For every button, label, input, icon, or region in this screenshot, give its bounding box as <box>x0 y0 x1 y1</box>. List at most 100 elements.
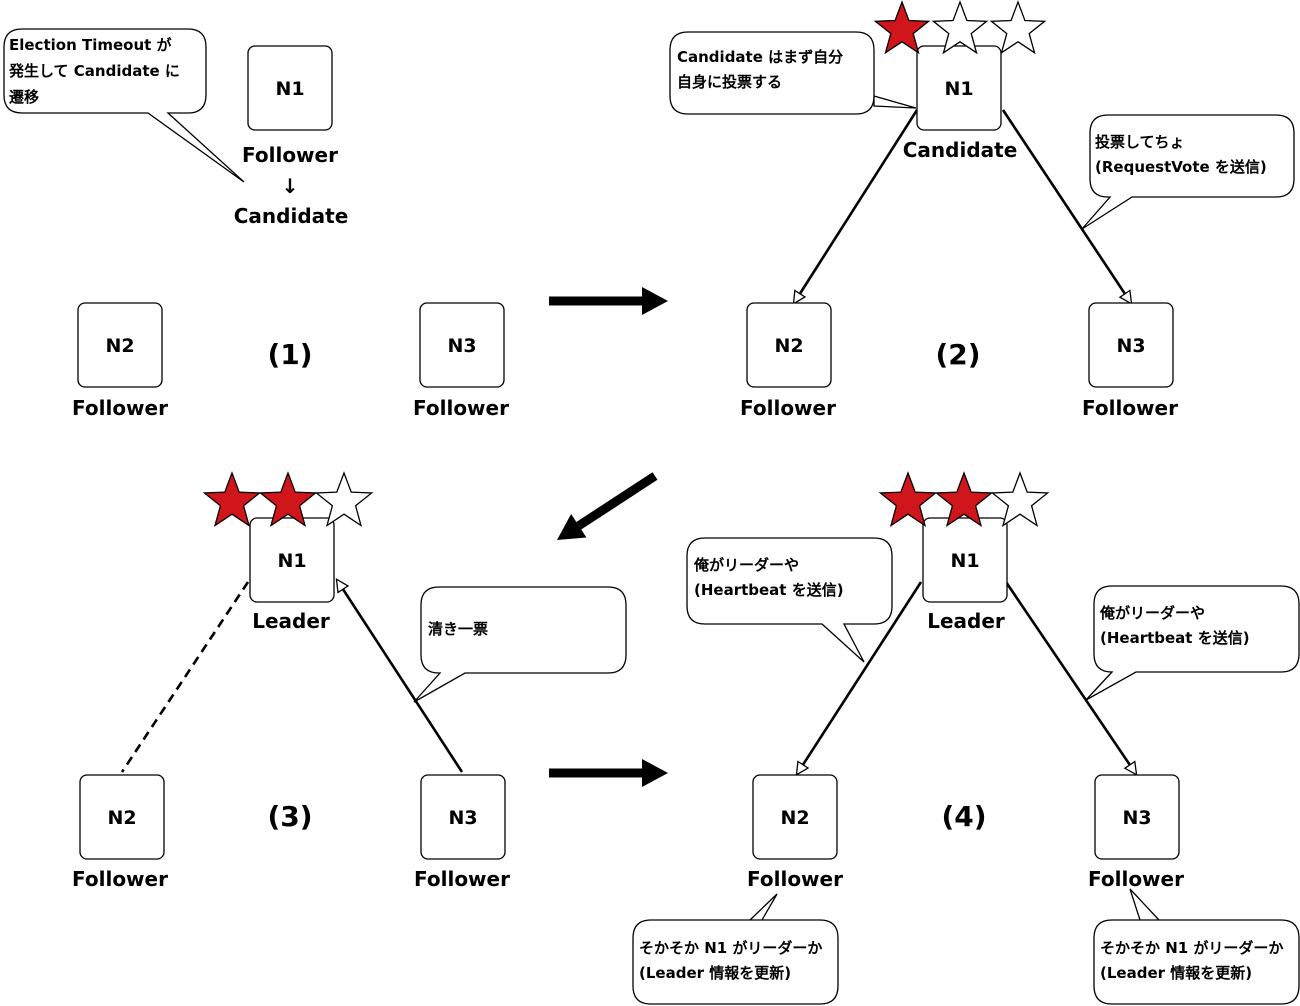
node-box <box>420 774 506 860</box>
bubble-text-line: (RequestVote を送信) <box>1095 158 1267 176</box>
node-name: N2 <box>774 335 803 357</box>
transition-arrow-icon: ↓ <box>282 174 299 198</box>
bubble-outline <box>686 537 893 663</box>
bubble-outline <box>669 31 917 115</box>
node-n2-p3: N2 <box>79 774 165 860</box>
node-n1-p4: N1 <box>922 517 1008 603</box>
bubble-text-line: 清き一票 <box>428 620 488 638</box>
n2-role-label: Follower <box>72 867 168 891</box>
bubble-text-line: 俺がリーダーや <box>1099 604 1205 622</box>
heartbeat-edge-n2 <box>797 581 923 774</box>
vote-star-empty-icon <box>314 471 374 528</box>
vote-star-filled-icon <box>934 471 994 528</box>
node-name: N3 <box>1122 807 1151 829</box>
bubble-text-line: (Leader 情報を更新) <box>639 964 791 982</box>
speech-bubble: 清き一票 <box>413 586 627 703</box>
node-n2-p1: N2 <box>77 302 163 388</box>
node-box <box>249 517 335 603</box>
bubble-text-line: 自身に投票する <box>677 73 782 91</box>
bubble-outline <box>1081 114 1295 230</box>
vote-edge-n3 <box>337 580 464 773</box>
vote-star-filled-icon <box>202 471 262 528</box>
node-name: N3 <box>1116 335 1145 357</box>
n1-new-role-label: Candidate <box>234 204 349 228</box>
node-n2-p2: N2 <box>746 302 832 388</box>
bubble-text-line: 発生して Candidate に <box>8 62 180 80</box>
node-box <box>1094 774 1180 860</box>
next-step-arrow-3-4-head <box>642 759 668 787</box>
node-box <box>79 774 165 860</box>
n2-role-label: Follower <box>740 396 836 420</box>
bubble-outline <box>1093 888 1300 1005</box>
vote-star-filled-icon <box>878 471 938 528</box>
node-box <box>746 302 832 388</box>
next-step-arrow-1-2-head <box>642 287 668 315</box>
node-box <box>77 302 163 388</box>
node-n3-p3: N3 <box>420 774 506 860</box>
node-name: N2 <box>780 807 809 829</box>
bubble-text-line: Candidate はまず自分 <box>677 48 843 66</box>
vote-star-empty-icon <box>990 471 1050 528</box>
n1-role-label: Leader <box>252 609 330 633</box>
node-name: N1 <box>277 550 306 572</box>
bubble-outline <box>413 586 627 703</box>
bubble-outline <box>632 893 839 1005</box>
node-box <box>1088 302 1174 388</box>
step-label: (1) <box>267 338 312 371</box>
n1-role-label: Candidate <box>903 138 1018 162</box>
n1-role-label: Follower <box>242 143 338 167</box>
bubble-text-line: そかそか N1 がリーダーか <box>639 939 822 957</box>
node-box <box>922 517 1008 603</box>
node-n1-p3: N1 <box>249 517 335 603</box>
node-n3-p2: N3 <box>1088 302 1174 388</box>
step-label: (2) <box>935 338 980 371</box>
n3-role-label: Follower <box>413 396 509 420</box>
bubble-text-line: Election Timeout が <box>9 36 173 54</box>
vote-star-filled-icon <box>873 0 931 55</box>
bubble-outline <box>1085 585 1300 701</box>
node-name: N3 <box>447 335 476 357</box>
node-name: N1 <box>944 78 973 100</box>
bubble-text-line: 遷移 <box>9 88 39 106</box>
node-n2-p4: N2 <box>752 774 838 860</box>
bubble-text-line: (Heartbeat を送信) <box>1100 629 1250 647</box>
n2-role-label: Follower <box>747 867 843 891</box>
speech-bubble: そかそか N1 がリーダーか (Leader 情報を更新) <box>632 893 839 1005</box>
n1-role-label: Leader <box>927 609 1005 633</box>
node-box <box>247 45 333 131</box>
bubble-text-line: 投票してちょ <box>1095 133 1185 151</box>
step-label: (3) <box>267 800 312 833</box>
speech-bubble: そかそか N1 がリーダーか(Leader 情報を更新) <box>1093 888 1300 1005</box>
n3-role-label: Follower <box>1082 396 1178 420</box>
request-vote-edge-n2 <box>794 109 919 303</box>
no-vote-edge-n2 <box>120 581 250 773</box>
speech-bubble: 俺がリーダーや (Heartbeat を送信) <box>1085 585 1300 701</box>
request-vote-edge-n3 <box>1001 109 1131 303</box>
node-n3-p1: N3 <box>419 302 505 388</box>
n2-role-label: Follower <box>72 396 168 420</box>
bubble-text-line: 俺がリーダーや <box>693 556 799 574</box>
node-n1-p1: N1 <box>247 45 333 131</box>
bubble-text-line: (Heartbeat を送信) <box>694 581 844 599</box>
bubble-text-line: (Leader 情報を更新) <box>1100 964 1252 982</box>
step-label: (4) <box>941 800 986 833</box>
vote-star-filled-icon <box>258 471 318 528</box>
heartbeat-edge-n3 <box>1004 581 1136 774</box>
node-name: N2 <box>107 807 136 829</box>
next-step-arrow-2-3 <box>576 472 658 530</box>
node-name: N2 <box>105 335 134 357</box>
n3-role-label: Follower <box>1088 867 1184 891</box>
node-box <box>916 45 1002 131</box>
vote-star-empty-icon <box>931 0 989 55</box>
bubble-outline <box>3 28 245 183</box>
node-box <box>419 302 505 388</box>
node-n1-p2: N1 <box>916 45 1002 131</box>
speech-bubble: 俺がリーダーや (Heartbeat を送信) <box>686 537 893 663</box>
speech-bubble: 投票してちょ (RequestVote を送信) <box>1081 114 1295 230</box>
node-name: N1 <box>275 78 304 100</box>
n3-role-label: Follower <box>414 867 510 891</box>
node-name: N1 <box>950 550 979 572</box>
